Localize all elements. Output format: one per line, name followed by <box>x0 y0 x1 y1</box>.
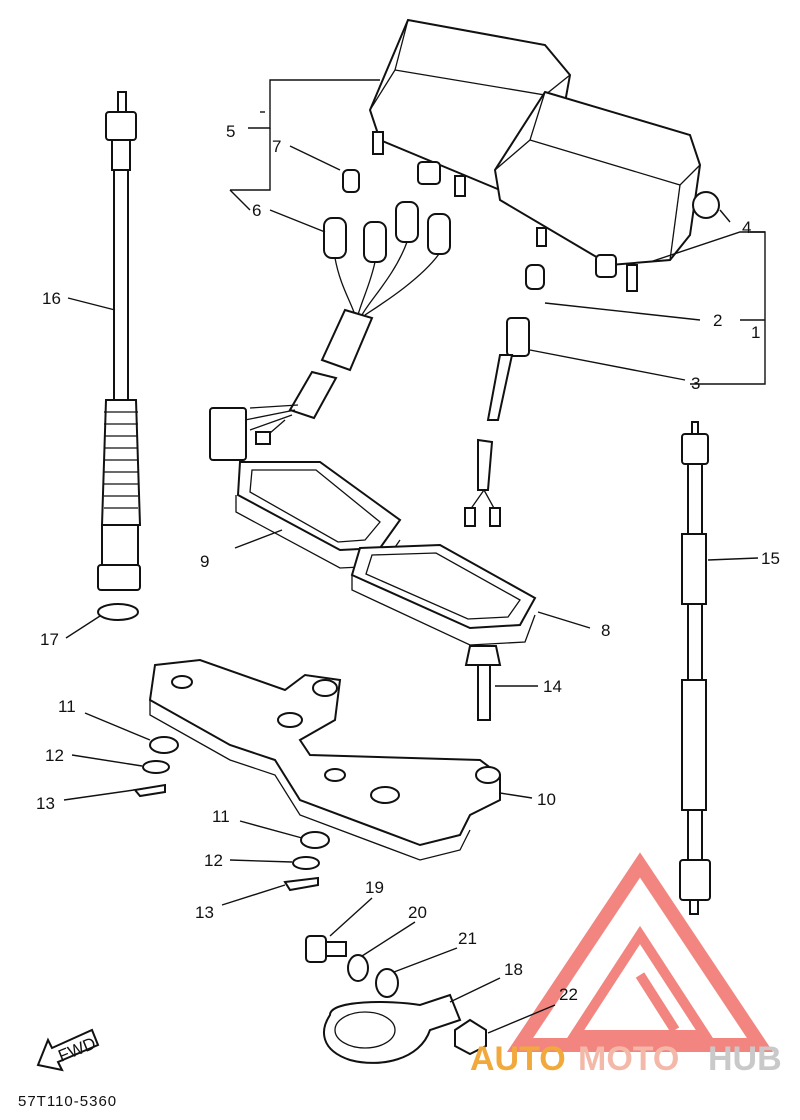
bolt-14 <box>464 645 502 721</box>
label-8: 8 <box>601 621 610 640</box>
label-5: 5 <box>226 122 235 141</box>
label-7: 7 <box>272 137 281 156</box>
bulb-2 <box>525 264 545 290</box>
label-21: 21 <box>458 929 477 948</box>
label-16: 16 <box>42 289 61 308</box>
label-12: 12 <box>45 746 64 765</box>
fwd-arrow: FWD <box>36 1028 100 1072</box>
washer-21 <box>375 968 399 998</box>
label-18: 18 <box>504 960 523 979</box>
label-11: 11 <box>58 697 76 716</box>
nut-22 <box>454 1018 487 1056</box>
clamp-18 <box>323 993 462 1064</box>
label-1: 1 <box>751 323 760 342</box>
socket-3 <box>464 317 530 527</box>
label-13: 13 <box>36 794 55 813</box>
leader-lines <box>63 79 766 1034</box>
watermark-auto: AUTO <box>470 1040 566 1078</box>
label-3: 3 <box>691 374 700 393</box>
label-19: 19 <box>365 878 384 897</box>
label-2: 2 <box>713 311 722 330</box>
watermark-hub: HUB <box>708 1040 782 1078</box>
fwd-label: FWD <box>56 1034 99 1066</box>
label-4: 4 <box>742 218 751 237</box>
washer-20 <box>347 954 369 982</box>
watermark-text: AUTO MOTO HUB <box>470 1040 782 1078</box>
label-14: 14 <box>543 677 562 696</box>
grommet-set-upper <box>133 736 179 798</box>
grommet-set-lower <box>283 831 330 892</box>
part-labels: 1 2 3 4 5 6 7 8 9 10 11 12 13 14 15 16 1… <box>36 122 780 1004</box>
cable-15 <box>679 421 711 915</box>
label-13b: 13 <box>195 903 214 922</box>
bulb-7 <box>342 169 360 193</box>
label-22: 22 <box>559 985 578 1004</box>
label-15: 15 <box>761 549 780 568</box>
label-9: 9 <box>200 552 209 571</box>
label-6: 6 <box>252 201 261 220</box>
label-11b: 11 <box>212 807 230 826</box>
label-12b: 12 <box>204 851 223 870</box>
tachometer-assembly <box>493 90 720 292</box>
bolt-19 <box>305 935 347 963</box>
watermark-moto: MOTO <box>578 1040 679 1078</box>
label-20: 20 <box>408 903 427 922</box>
wire-harness-6 <box>209 201 451 461</box>
label-10: 10 <box>537 790 556 809</box>
gasket-8 <box>350 543 537 646</box>
diagram-code: 57T110-5360 <box>18 1093 117 1110</box>
bracket-10 <box>148 658 501 861</box>
label-17: 17 <box>40 630 59 649</box>
watermark-logo <box>506 852 774 1052</box>
cable-16 <box>97 91 142 621</box>
